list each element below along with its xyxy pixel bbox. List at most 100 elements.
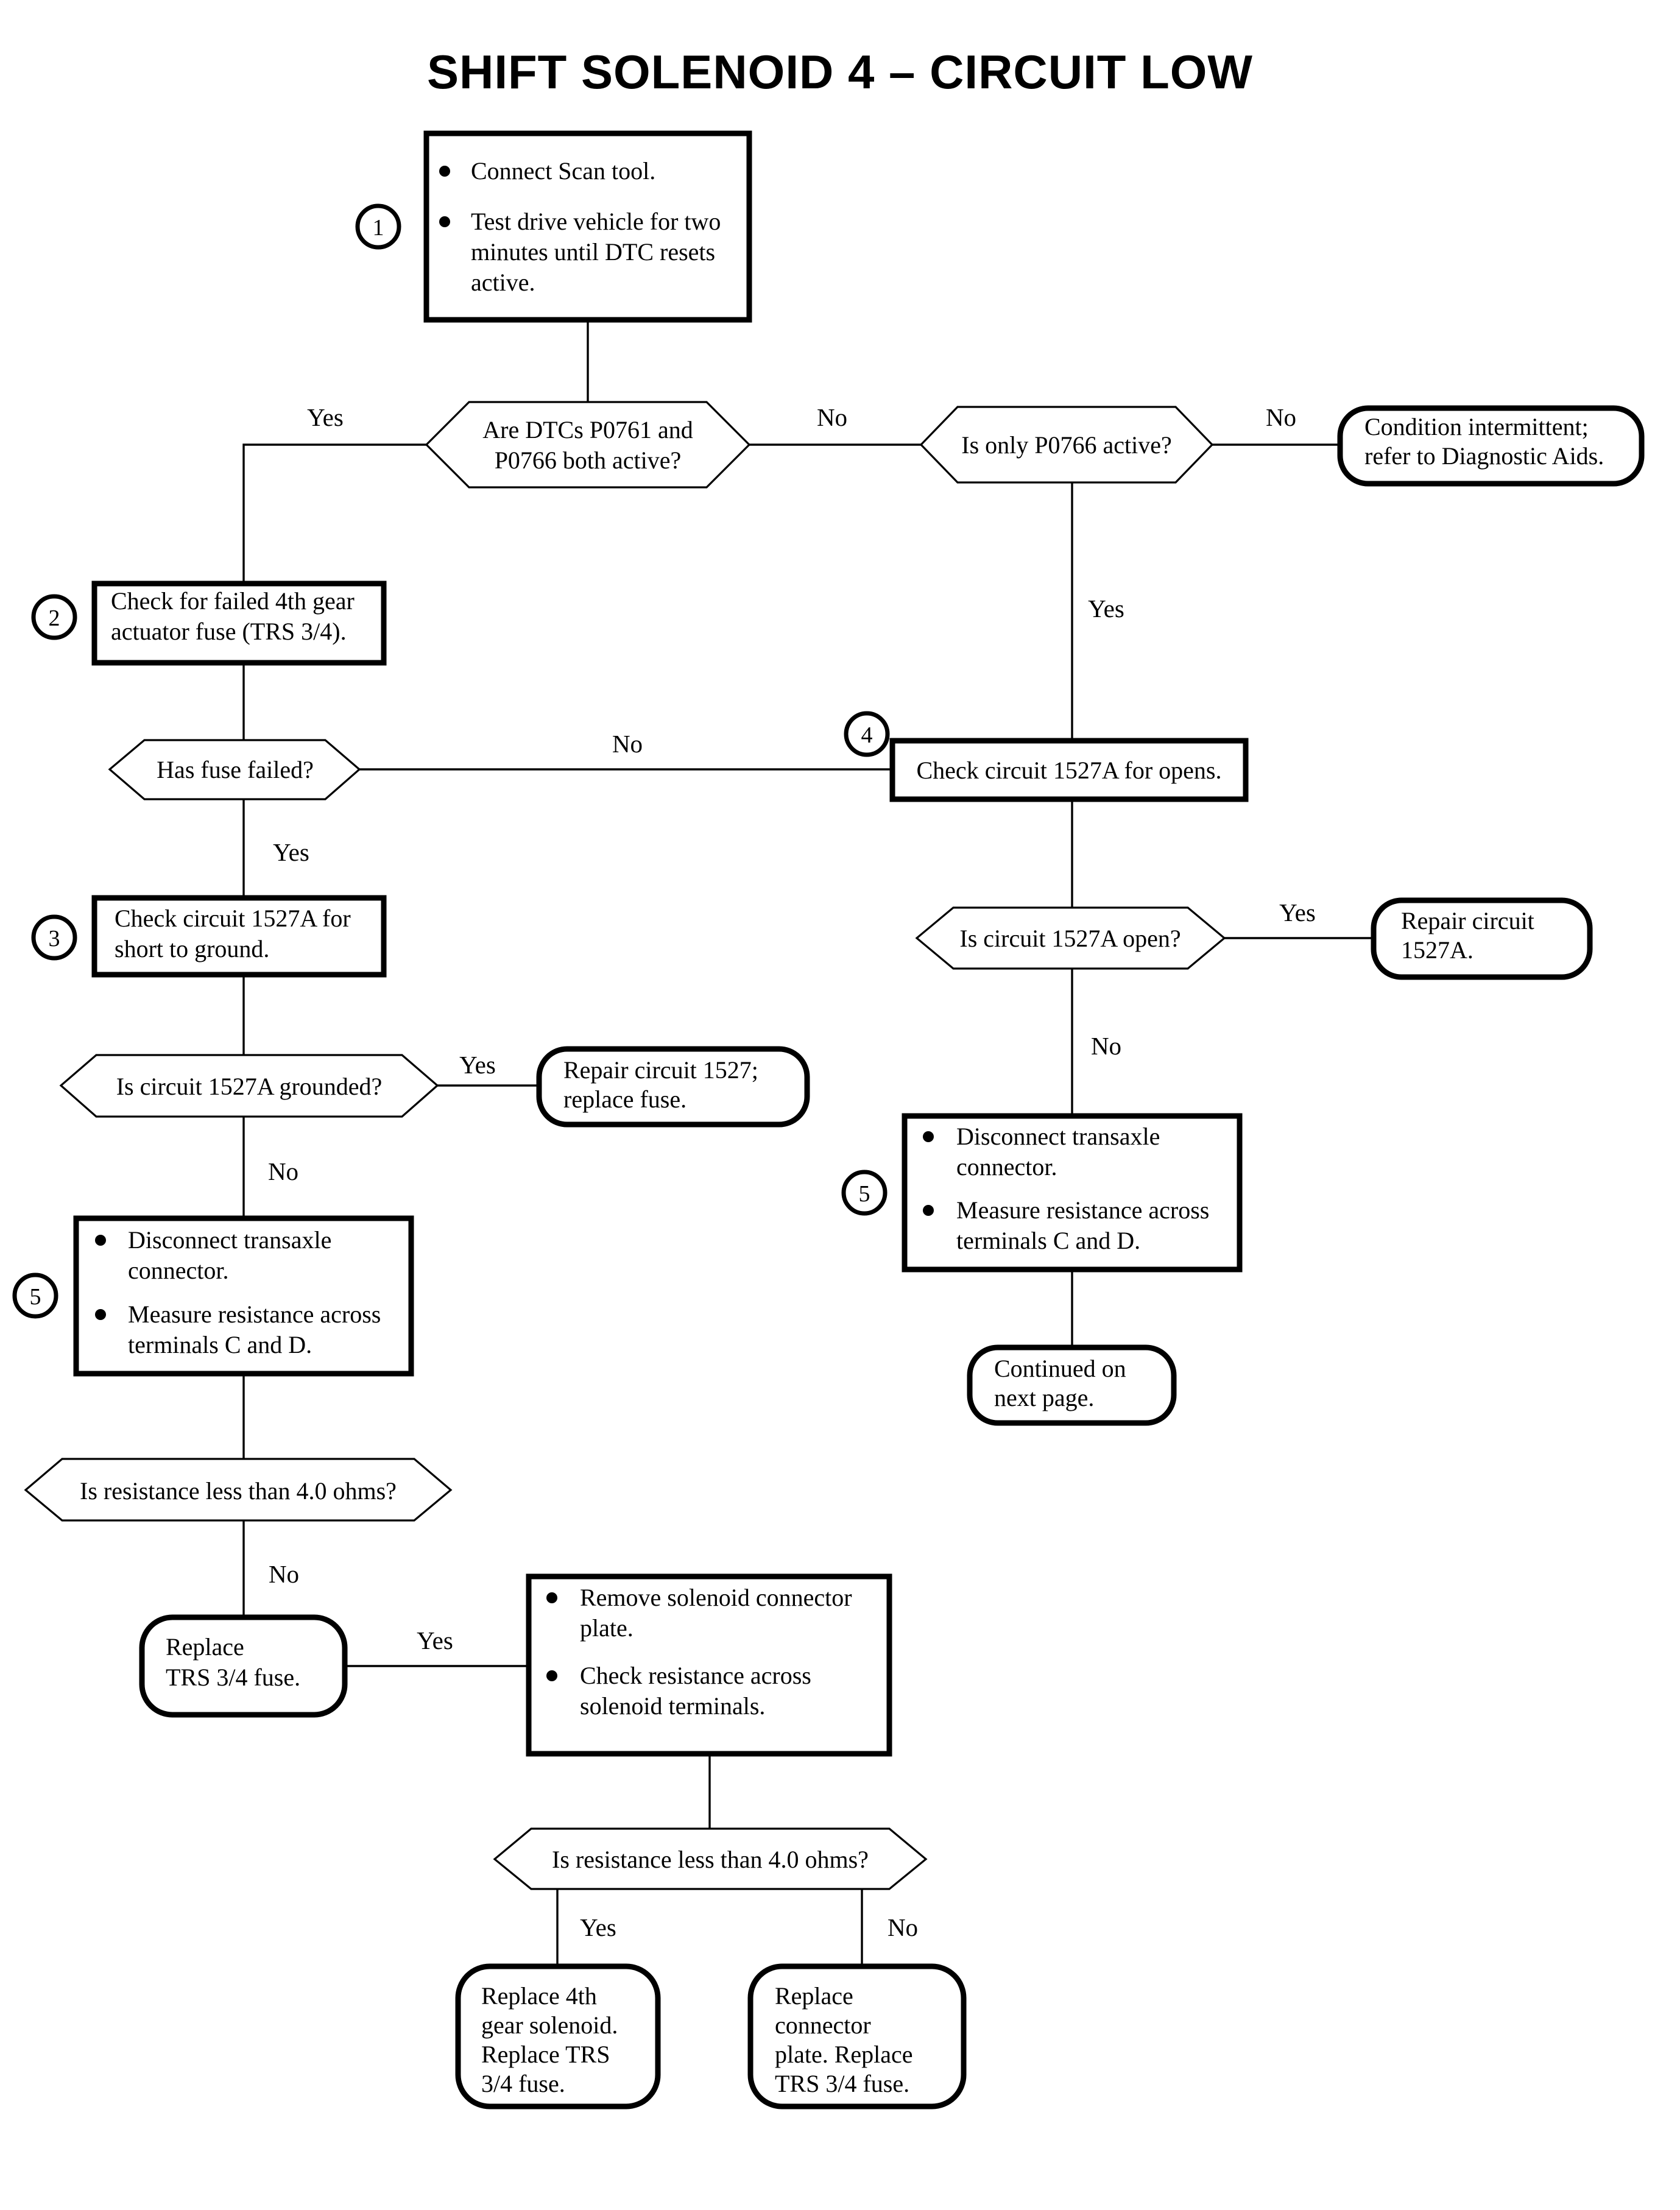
terminal-3-shape[interactable] [536, 1046, 810, 1128]
decision-1-hexagon[interactable] [425, 401, 751, 489]
terminal-7-line4: TRS 3/4 fuse. [775, 2070, 909, 2097]
decision-7-hexagon[interactable] [493, 1827, 928, 1890]
edge-d1-step2 [242, 443, 428, 585]
step-marker-5-right-label: 5 [859, 1181, 870, 1207]
terminal-4-shape[interactable] [967, 1344, 1177, 1426]
decision-4-hexagon[interactable] [915, 906, 1226, 970]
step-marker-2-label: 2 [49, 605, 60, 631]
bullet-dot-icon [546, 1592, 557, 1603]
bullet-dot-icon [95, 1309, 106, 1320]
node-step5-left[interactable]: 5 Disconnect transaxle connector. Measur… [12, 1215, 414, 1377]
node-step5-right[interactable]: 5 Disconnect transaxle connector. Measur… [841, 1113, 1243, 1273]
node-step3[interactable]: 3 Check circuit 1527A for short to groun… [31, 895, 387, 978]
edge-label-layer: Yes No No Yes No Yes Yes No Yes No No Ye… [268, 403, 1316, 1941]
edge-label-d3-no: No [612, 730, 643, 758]
step5-left-b1-l1: Disconnect transaxle [128, 1226, 331, 1254]
step5-right-box[interactable] [902, 1113, 1243, 1273]
bullet-dot-icon [923, 1205, 934, 1216]
bullet-dot-icon [439, 166, 450, 177]
step2-line1: Check for failed 4th gear [111, 587, 355, 615]
node-step6-remove-connector-plate[interactable]: Remove solenoid connector plate. Check r… [526, 1573, 892, 1757]
step3-line1: Check circuit 1527A for [115, 905, 351, 932]
node-decision-circuit-open[interactable]: Is circuit 1527A open? [915, 906, 1226, 970]
terminal-3-line1: Repair circuit 1527; [563, 1056, 758, 1084]
decision-6-hexagon[interactable] [24, 1458, 453, 1522]
node-decision-resistance-lower[interactable]: Is resistance less than 4.0 ohms? [493, 1827, 928, 1890]
terminal-5-line2: TRS 3/4 fuse. [166, 1664, 300, 1691]
node-decision-circuit-grounded[interactable]: Is circuit 1527A grounded? [59, 1054, 439, 1118]
step1-bullet-2-line1: Test drive vehicle for two [471, 208, 721, 235]
step-marker-3-label: 3 [49, 926, 60, 951]
decision-3-hexagon[interactable] [108, 739, 361, 800]
terminal-5-shape[interactable] [139, 1614, 348, 1718]
terminal-6-line4: 3/4 fuse. [481, 2070, 565, 2097]
node-decision-dtcs-both-active[interactable]: Are DTCs P0761 and P0766 both active? [425, 401, 751, 489]
step1-bullet-2-line3: active. [471, 269, 535, 296]
terminal-6-shape[interactable] [455, 1963, 661, 2109]
terminal-4-line1: Continued on [994, 1355, 1126, 1382]
terminal-7-line1: Replace [775, 1982, 853, 2010]
decision-2-line1: Is only P0766 active? [961, 431, 1172, 459]
step2-box[interactable] [91, 581, 387, 666]
step4-line1: Check circuit 1527A for opens. [917, 757, 1222, 784]
step-marker-5-right-circle [841, 1170, 888, 1216]
edge-label-d2-no: No [1266, 403, 1296, 431]
step5-right-b1-l2: connector. [956, 1153, 1057, 1181]
terminal-5-line1: Replace [166, 1633, 244, 1661]
step-marker-5-left-circle [12, 1273, 58, 1319]
terminal-6-line1: Replace 4th [481, 1982, 597, 2010]
decision-6-line1: Is resistance less than 4.0 ohms? [80, 1477, 397, 1505]
step5-right-b2-l1: Measure resistance across [956, 1196, 1209, 1224]
node-terminal-replace-connector-plate[interactable]: Replace connector plate. Replace TRS 3/4… [747, 1963, 967, 2109]
decision-5-hexagon[interactable] [59, 1054, 439, 1118]
step-marker-4-label: 4 [861, 722, 873, 748]
node-decision-has-fuse-failed[interactable]: Has fuse failed? [108, 739, 361, 800]
step1-bullet-2-line2: minutes until DTC resets [471, 238, 715, 266]
node-decision-resistance-upper[interactable]: Is resistance less than 4.0 ohms? [24, 1458, 453, 1522]
step-marker-1-label: 1 [373, 215, 384, 241]
edge-label-t5-yes: Yes [417, 1626, 453, 1654]
step5-right-b2-l2: terminals C and D. [956, 1227, 1140, 1254]
step-marker-1-circle [355, 203, 401, 250]
decision-2-hexagon[interactable] [919, 406, 1214, 484]
step5-left-b2-l2: terminals C and D. [128, 1331, 312, 1358]
terminal-1-shape[interactable] [1337, 405, 1645, 487]
page-title: SHIFT SOLENOID 4 – CIRCUIT LOW [427, 45, 1253, 99]
node-terminal-repair-1527-replace-fuse[interactable]: Repair circuit 1527; replace fuse. [536, 1046, 810, 1128]
step-marker-4-circle [844, 711, 890, 757]
step4-box[interactable] [889, 738, 1249, 802]
edge-label-d4-no: No [1091, 1032, 1121, 1060]
step1-bullet-1: Connect Scan tool. [471, 157, 655, 185]
step5-right-b1-l1: Disconnect transaxle [956, 1123, 1160, 1150]
bullet-dot-icon [439, 216, 450, 227]
step3-line2: short to ground. [115, 935, 269, 962]
edge-label-d3-yes: Yes [273, 838, 309, 866]
node-terminal-replace-trs-fuse[interactable]: Replace TRS 3/4 fuse. [139, 1614, 348, 1718]
step-marker-2-circle [31, 594, 77, 640]
terminal-7-shape[interactable] [747, 1963, 967, 2109]
decision-5-line1: Is circuit 1527A grounded? [116, 1073, 383, 1100]
bullet-dot-icon [95, 1235, 106, 1246]
edge-label-d7-yes: Yes [580, 1913, 616, 1941]
step1-box[interactable] [423, 130, 752, 323]
decision-7-line1: Is resistance less than 4.0 ohms? [552, 1846, 869, 1873]
edge-label-d1-yes: Yes [307, 403, 344, 431]
node-step4[interactable]: 4 Check circuit 1527A for opens. [844, 711, 1249, 802]
step5-left-box[interactable] [73, 1215, 414, 1377]
node-terminal-replace-4th-gear-solenoid[interactable]: Replace 4th gear solenoid. Replace TRS 3… [455, 1963, 661, 2109]
node-decision-only-p0766[interactable]: Is only P0766 active? [919, 406, 1214, 484]
step3-box[interactable] [91, 895, 387, 978]
edge-label-d6-no: No [269, 1560, 299, 1588]
node-terminal-repair-1527a[interactable]: Repair circuit 1527A. [1371, 897, 1593, 980]
decision-1-line1: Are DTCs P0761 and [482, 416, 693, 443]
node-terminal-condition-intermittent[interactable]: Condition intermittent; refer to Diagnos… [1337, 405, 1645, 487]
terminal-7-line3: plate. Replace [775, 2041, 913, 2068]
step6-box[interactable] [526, 1573, 892, 1757]
node-step2[interactable]: 2 Check for failed 4th gear actuator fus… [31, 581, 387, 666]
node-terminal-continued-next-page[interactable]: Continued on next page. [967, 1344, 1177, 1426]
node-step1[interactable]: 1 Connect Scan tool. Test drive vehicle … [355, 130, 752, 323]
step6-b1-l1: Remove solenoid connector [580, 1584, 852, 1611]
terminal-2-shape[interactable] [1371, 897, 1593, 980]
bullet-dot-icon [923, 1131, 934, 1142]
